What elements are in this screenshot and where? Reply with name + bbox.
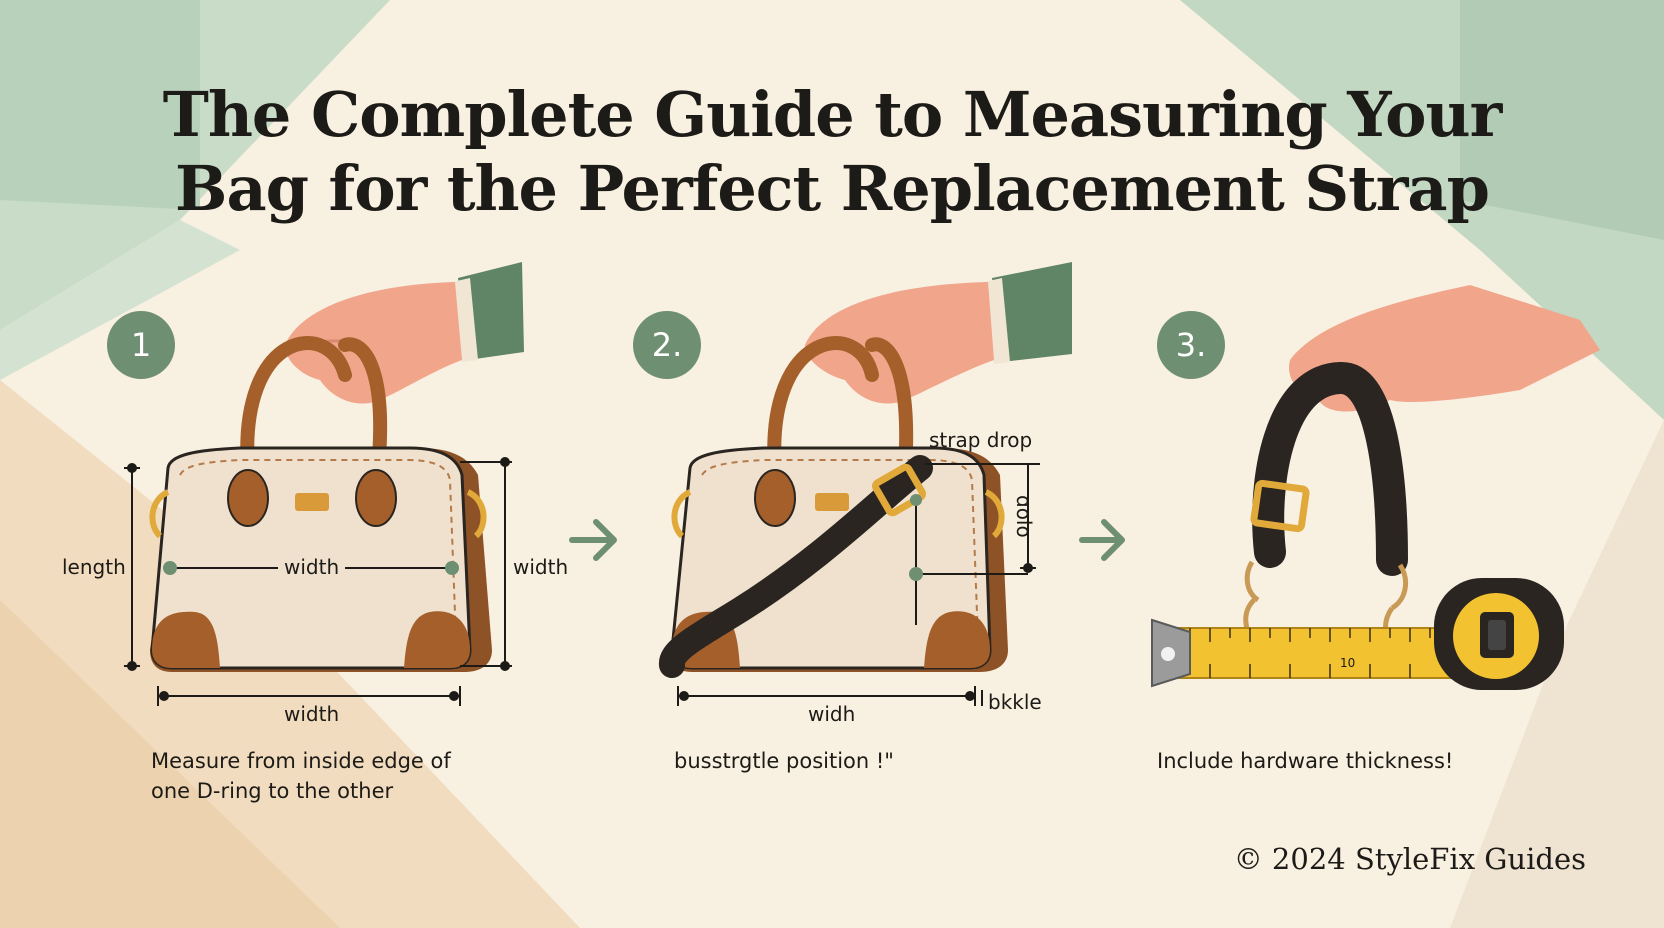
label-width-right: width	[513, 555, 569, 579]
handbag-icon	[149, 446, 492, 672]
step-2-caption: busstrgtle position !"	[674, 749, 894, 773]
title-line-2: Bag for the Perfect Replacement Strap	[175, 152, 1490, 225]
step-1-caption: Measure from inside edge of one D-ring t…	[151, 746, 451, 806]
caption-line-1: Measure from inside edge of	[151, 749, 451, 773]
arrow-right-icon	[569, 519, 617, 561]
footer-copyright: © 2024 StyleFix Guides	[1233, 842, 1586, 876]
label-widh: widh	[808, 702, 856, 726]
handbag-icon	[659, 446, 1008, 678]
step-3-badge: 3.	[1157, 311, 1225, 379]
step-3-caption: Include hardware thickness!	[1157, 749, 1454, 773]
label-buckle: bkkle	[988, 690, 1042, 714]
hand-icon	[805, 262, 1072, 404]
label-strap-drop: strap drop	[929, 428, 1033, 452]
title-line-1: The Complete Guide to Measuring Your	[162, 78, 1503, 151]
hand-icon	[285, 262, 524, 404]
label-width-bottom: width	[284, 702, 340, 726]
tape-mark: 10	[1340, 656, 1356, 670]
tape-measure-icon	[1151, 578, 1564, 690]
label-width-center: width	[284, 555, 340, 579]
step-2-badge: 2.	[633, 311, 701, 379]
step-1-badge: 1	[107, 311, 175, 379]
arrow-right-icon	[1079, 519, 1125, 561]
label-length: length	[62, 555, 126, 579]
caption-line-2: one D-ring to the other	[151, 779, 394, 803]
page-title: The Complete Guide to Measuring Your Bag…	[0, 78, 1664, 226]
